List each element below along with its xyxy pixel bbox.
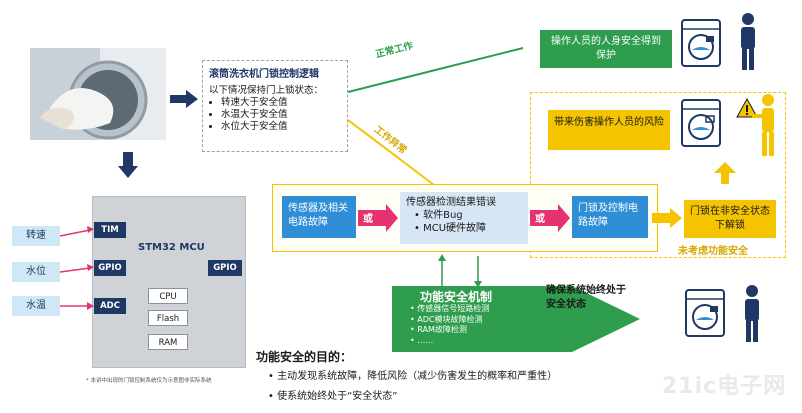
list-item: • ……: [410, 335, 434, 345]
person-icon-bottom: [745, 285, 759, 342]
door-logic-title: 滚筒洗衣机门锁控制逻辑: [209, 69, 319, 80]
mechanism-text: 传感器信号短路检测: [417, 304, 490, 313]
input-temp: 水温: [12, 296, 60, 316]
not-considered-region: [530, 92, 786, 258]
detect-error-title: 传感器检测结果错误: [406, 197, 496, 208]
or-arrow-1: [358, 204, 398, 232]
person-reaching-icon: [752, 94, 774, 156]
safety-mechanism-list: • 传感器信号短路检测 • ADC模块故障检测 • RAM故障检测 • ……: [410, 304, 489, 346]
detect-error-box: 传感器检测结果错误 • 软件Bug • MCU硬件故障: [400, 192, 528, 244]
warning-icon: [736, 98, 758, 118]
tim-chip: TIM: [94, 222, 126, 238]
adc-chip: ADC: [94, 298, 126, 314]
footnote: * 本讲中出现的门锁控制系统仅为示意图非实际系统: [86, 378, 212, 384]
list-item: 水位大于安全值: [221, 121, 341, 133]
person-icon: [741, 13, 755, 70]
safety-mechanism-title: 功能安全机制: [420, 290, 493, 304]
washer-unlock-icon: [681, 99, 721, 147]
mcu-title: STM32 MCU: [138, 242, 205, 253]
or-label-1: 或: [363, 214, 373, 225]
lock-fault-box: 门锁及控制电路故障: [572, 196, 648, 238]
unlock-unsafe-box: 门锁在非安全状态下解锁: [684, 200, 776, 238]
input-level: 水位: [12, 262, 60, 282]
list-item: 水温大于安全值: [221, 109, 341, 121]
safe-result-box: 操作人员的人身安全得到保护: [540, 30, 672, 68]
not-considered-label: 未考虑功能安全: [678, 246, 748, 257]
harm-result-box: 带来伤害操作人员的风险: [548, 110, 670, 150]
input-arrows: [60, 226, 94, 310]
detect-item-text: MCU硬件故障: [423, 223, 487, 234]
gpio-right-chip: GPIO: [208, 260, 242, 276]
list-item: • MCU硬件故障: [414, 223, 487, 234]
flash-chip: Flash: [148, 310, 188, 326]
or-arrow-2: [530, 204, 570, 232]
arrow-right-icon: [652, 208, 682, 228]
purpose-text: 主动发现系统故障，降低风险（减少伤害发生的概率和严重性）: [277, 371, 558, 382]
or-label-2: 或: [535, 214, 545, 225]
watermark-logo: 21ic电子网: [662, 374, 787, 399]
mechanism-text: ……: [417, 335, 434, 345]
washing-machine-photo: [30, 48, 166, 140]
ensure-safe-label: 确保系统始终处于安全状态: [546, 285, 626, 310]
list-item: • ADC模块故障检测: [410, 314, 483, 324]
detect-item-text: 软件Bug: [423, 210, 463, 221]
input-speed: 转速: [12, 226, 60, 246]
updown-arrows: [438, 254, 482, 288]
purpose-point-2: • 使系统始终处于“安全状态”: [268, 391, 398, 402]
purpose-text: 使系统始终处于“安全状态”: [277, 391, 398, 402]
mechanism-text: ADC模块故障检测: [417, 314, 483, 324]
arrow-up-icon: [714, 162, 736, 184]
list-item: • RAM故障检测: [410, 325, 467, 334]
door-logic-intro: 以下情况保持门上锁状态：: [209, 85, 324, 96]
door-lock-logic-box: 滚筒洗衣机门锁控制逻辑 以下情况保持门上锁状态： 转速大于安全值 水温大于安全值…: [202, 60, 348, 152]
purpose-point-1: • 主动发现系统故障，降低风险（减少伤害发生的概率和严重性）: [268, 371, 558, 382]
washer-lock-icon: [681, 19, 721, 67]
mechanism-text: RAM故障检测: [417, 325, 467, 334]
sensor-fault-box: 传感器及相关电路故障: [282, 196, 356, 238]
washer-lock-icon-bottom: [685, 289, 725, 337]
cpu-chip: CPU: [148, 288, 188, 304]
path-lines: [348, 47, 524, 189]
safety-mechanism-arrow: [392, 286, 640, 352]
purpose-title: 功能安全的目的：: [256, 350, 353, 364]
arrow-down-icon: [118, 152, 138, 178]
gpio-left-chip: GPIO: [94, 260, 126, 276]
list-item: • 软件Bug: [414, 210, 463, 221]
ram-chip: RAM: [148, 334, 188, 350]
door-logic-list: 转速大于安全值 水温大于安全值 水位大于安全值: [209, 97, 341, 133]
list-item: 转速大于安全值: [221, 97, 341, 109]
arrow-right-icon: [170, 90, 198, 108]
list-item: • 传感器信号短路检测: [410, 304, 490, 313]
